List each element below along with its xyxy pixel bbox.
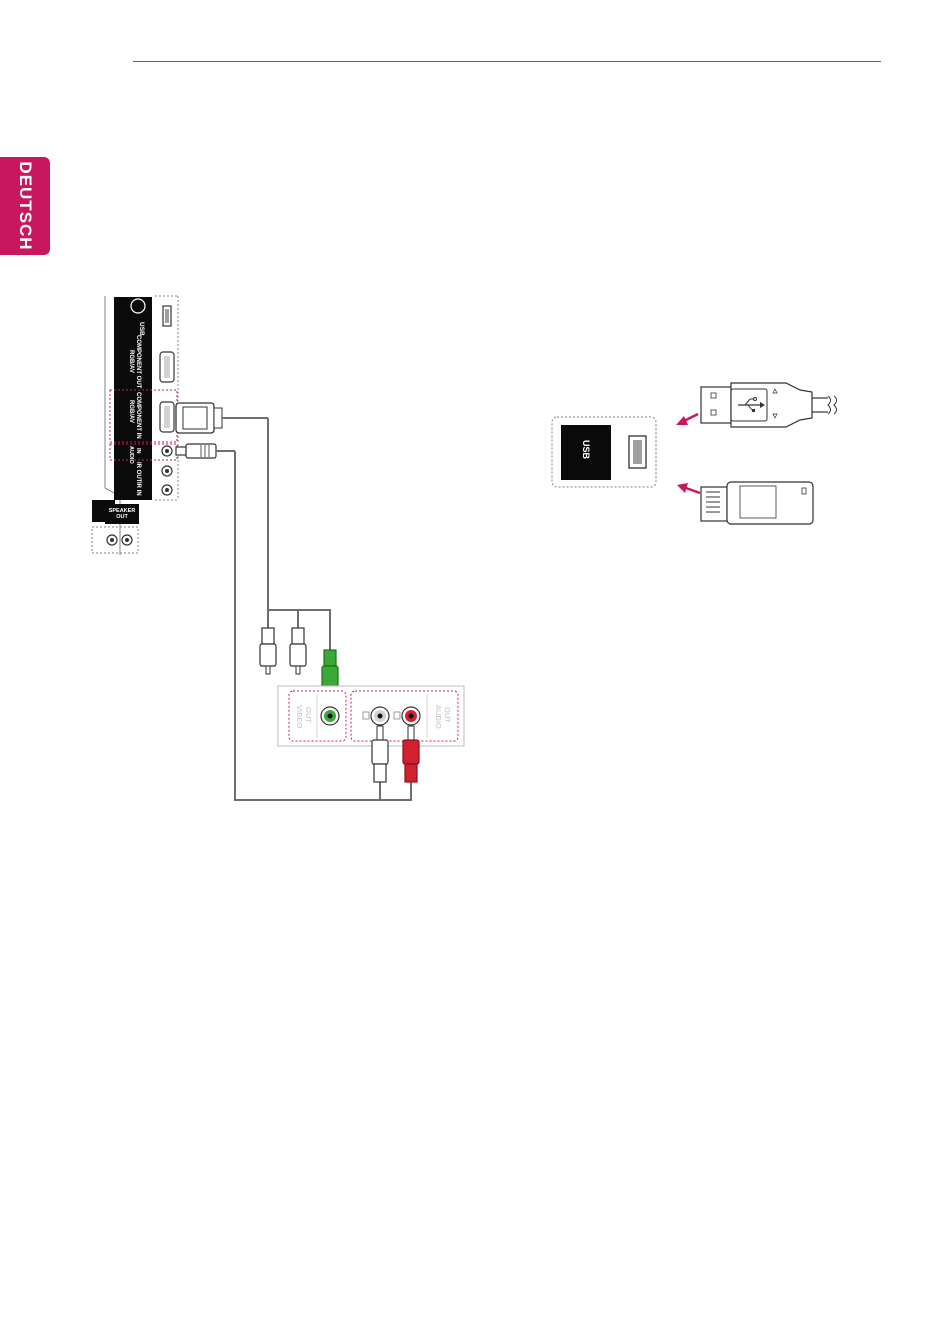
usb-panel-label: USB [581, 440, 591, 460]
external-device-panel: VIDEO OUT AUDIO OUT [278, 686, 464, 746]
monitor-back-panel: USB RGB/AV COMPONENT OUT RGB/AV COMPONEN… [92, 296, 178, 555]
usb-cable-plug-icon [701, 383, 837, 427]
component-plug-white-2-icon [290, 628, 306, 674]
video-out-label: VIDEO [295, 705, 304, 729]
audio-in-label: AUDIO [128, 446, 134, 464]
audio-out-label-2: OUT [443, 707, 452, 723]
usb-port-label: USB [138, 322, 145, 336]
usb-stick-icon [701, 482, 813, 524]
audio-out-label: AUDIO [434, 705, 443, 729]
video-out-label-2: OUT [304, 707, 313, 723]
audio-in-label-2: IN [135, 448, 141, 454]
arrow-usb-stick-icon [677, 483, 700, 493]
rgb-in-label: RGB/AV [128, 400, 134, 423]
rgb-out-label: RGB/AV [128, 350, 134, 373]
audio-plug-icon [176, 444, 235, 458]
component-out-label: COMPONENT OUT [135, 335, 141, 389]
usb-port-panel: USB [552, 417, 656, 487]
ir-in-label: IR IN [135, 482, 141, 496]
component-plug-white-1-icon [260, 628, 276, 674]
ir-out-label: IR OUT [135, 462, 141, 483]
component-in-label: COMPONENT IN [135, 392, 141, 439]
arrow-usb-cable-icon [676, 414, 698, 425]
vga-plug-icon [176, 403, 268, 433]
speaker-out-label-2: OUT [116, 514, 128, 520]
usb-port-icon [131, 299, 145, 313]
